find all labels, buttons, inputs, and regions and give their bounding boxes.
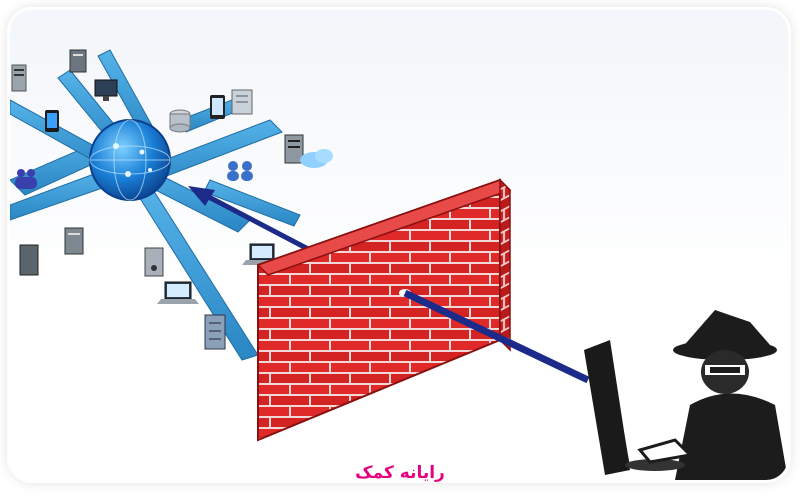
attack-arrow-to-network (188, 186, 312, 253)
users-icon (227, 161, 253, 181)
server-icon (69, 49, 87, 73)
network-diagram (10, 49, 333, 361)
server-icon (11, 64, 27, 92)
server-icon (19, 244, 39, 276)
hacker-icon (584, 310, 788, 480)
server-icon (204, 314, 226, 350)
brand-logo: رایانه کمک (355, 463, 445, 483)
database-icon (169, 109, 191, 133)
tablet-icon (45, 110, 59, 132)
server-icon (231, 89, 253, 115)
network-road (10, 49, 301, 361)
attack-arrow-through-firewall (403, 289, 590, 384)
server-icon (144, 247, 164, 277)
laptop-icon (157, 281, 199, 304)
firewall-illustration (10, 49, 788, 480)
server-icon (64, 227, 84, 255)
globe-icon (89, 119, 171, 201)
tablet-icon (210, 95, 225, 119)
cloud-icon (300, 149, 333, 168)
server-icon (284, 134, 304, 164)
monitor-icon (94, 79, 118, 101)
users-icon (15, 169, 37, 189)
illustration-card (10, 10, 788, 480)
